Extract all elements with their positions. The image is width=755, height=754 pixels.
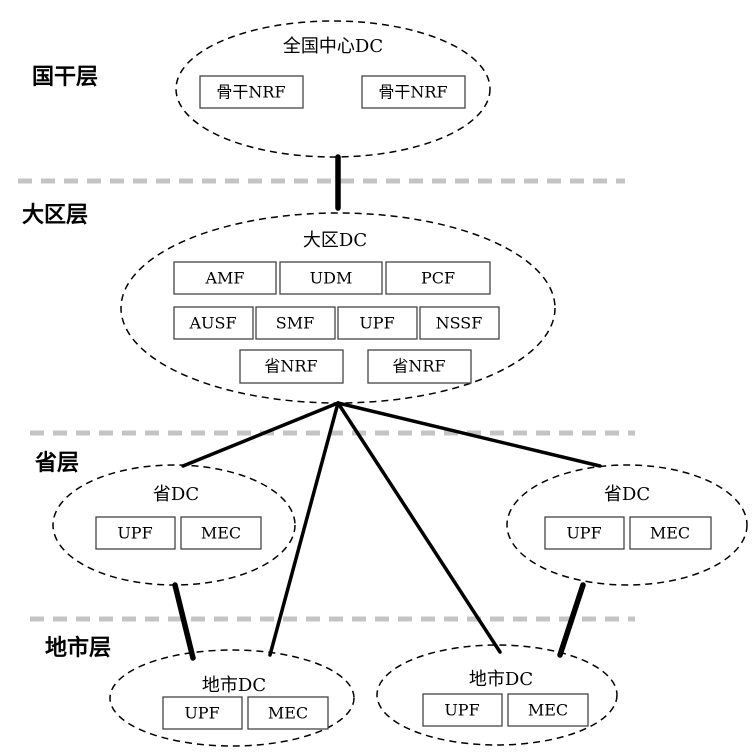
national-dc-box-2-frame — [361, 75, 466, 109]
link-province-city-right — [557, 582, 586, 658]
region-dc-nssf-frame — [419, 306, 500, 340]
national-dc: 全国中心DC 骨干NRF 骨干NRF — [175, 20, 491, 158]
city-dc-left: 地市DC UPF MEC — [109, 649, 355, 747]
region-dc-pcf: PCF — [421, 269, 455, 288]
link-province-city-left — [172, 582, 196, 661]
region-dc-title: 大区DC — [303, 230, 367, 251]
region-dc-nrf-2: 省NRF — [392, 357, 445, 376]
city-dc-left-mec-frame — [247, 696, 329, 730]
city-dc-left-boundary — [109, 649, 355, 747]
national-dc-box-2: 骨干NRF — [378, 83, 447, 102]
city-dc-right-upf-frame — [422, 693, 503, 727]
link-region-province-right — [336, 401, 602, 468]
layer-label-city: 地市层 — [45, 635, 111, 661]
national-dc-box-1-frame — [199, 75, 304, 109]
city-dc-left-upf: UPF — [184, 704, 219, 723]
national-dc-title: 全国中心DC — [283, 36, 383, 57]
region-dc: 大区DC AMF UDM PCF AUSF SMF UPF NSSF 省NRF … — [120, 212, 556, 404]
region-dc-pcf-frame — [385, 261, 491, 295]
region-dc-smf-frame — [255, 306, 336, 340]
city-dc-left-mec: MEC — [268, 704, 308, 723]
region-dc-upf-frame — [337, 306, 418, 340]
province-dc-right-mec-frame — [629, 516, 712, 550]
region-dc-udm: UDM — [310, 269, 353, 288]
layer-label-national: 国干层 — [32, 65, 98, 90]
province-dc-left-title: 省DC — [153, 484, 199, 505]
province-dc-right-mec: MEC — [650, 524, 690, 543]
national-dc-boundary — [175, 20, 491, 158]
region-dc-amf-frame — [173, 261, 277, 295]
province-dc-left-upf: UPF — [117, 524, 152, 543]
region-dc-ausf: AUSF — [188, 314, 236, 333]
city-dc-right-mec: MEC — [528, 701, 568, 720]
layer-label-province: 省层 — [34, 451, 79, 476]
province-dc-left-upf-frame — [95, 516, 176, 550]
city-dc-right-mec-frame — [507, 693, 589, 727]
province-dc-left-mec-frame — [180, 516, 262, 550]
province-dc-right-upf-frame — [544, 516, 625, 550]
province-dc-right-upf: UPF — [566, 524, 601, 543]
region-dc-upf: UPF — [359, 314, 394, 333]
link-region-province-left — [181, 401, 340, 468]
region-dc-udm-frame — [279, 261, 383, 295]
city-dc-right-boundary — [376, 644, 618, 746]
region-dc-nrf-1: 省NRF — [264, 357, 317, 376]
city-dc-left-upf-frame — [162, 696, 243, 730]
province-dc-right-boundary — [506, 464, 748, 586]
city-dc-left-title: 地市DC — [202, 675, 266, 696]
region-dc-nrf-1-frame — [239, 349, 344, 384]
region-dc-nssf: NSSF — [436, 314, 483, 333]
region-dc-nrf-2-frame — [367, 349, 472, 384]
region-dc-amf: AMF — [204, 269, 244, 288]
link-region-city-left — [268, 401, 340, 657]
province-dc-left-boundary — [52, 464, 296, 586]
city-dc-right-upf: UPF — [444, 701, 479, 720]
province-dc-left-mec: MEC — [201, 524, 241, 543]
national-dc-box-1: 骨干NRF — [216, 83, 285, 102]
city-dc-right: 地市DC UPF MEC — [376, 644, 618, 746]
region-dc-boundary — [120, 212, 556, 404]
city-dc-right-title: 地市DC — [469, 669, 533, 690]
province-dc-right-title: 省DC — [604, 484, 650, 505]
province-dc-left: 省DC UPF MEC — [52, 464, 296, 586]
region-dc-smf: SMF — [276, 314, 314, 333]
province-dc-right: 省DC UPF MEC — [506, 464, 748, 586]
region-dc-ausf-frame — [173, 306, 254, 340]
link-region-city-right — [336, 401, 502, 654]
layer-label-region: 大区层 — [22, 203, 88, 228]
